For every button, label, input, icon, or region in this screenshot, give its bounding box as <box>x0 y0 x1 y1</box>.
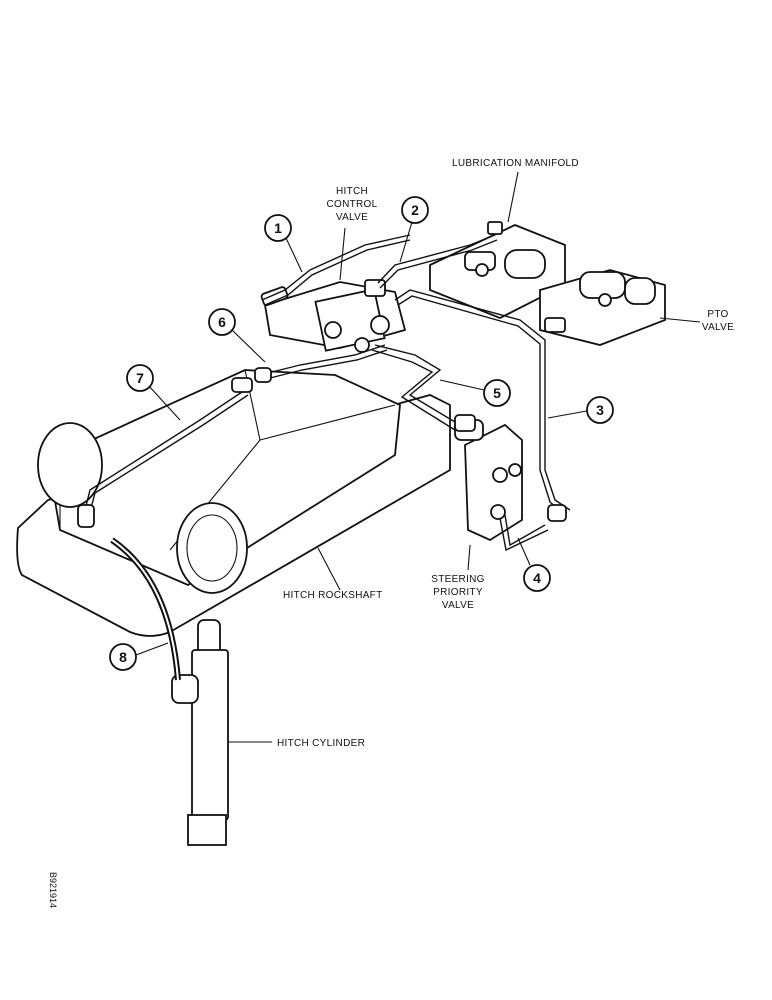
label-hitch-cylinder: HITCH CYLINDER <box>277 738 365 749</box>
label-hitch-rockshaft: HITCH ROCKSHAFT <box>283 590 383 601</box>
svg-text:VALVE: VALVE <box>442 600 474 611</box>
svg-text:PRIORITY: PRIORITY <box>433 587 483 598</box>
hitch-rockshaft-housing <box>16 369 451 637</box>
callout-1: 1 <box>264 214 292 242</box>
svg-text:7: 7 <box>136 370 144 386</box>
svg-text:CONTROL: CONTROL <box>327 199 378 210</box>
label-hitch-control-valve: HITCH CONTROL VALVE <box>327 186 378 223</box>
svg-text:3: 3 <box>596 402 604 418</box>
callout-4: 4 <box>523 564 551 592</box>
callout-6: 6 <box>208 308 236 336</box>
svg-text:2: 2 <box>411 202 419 218</box>
callout-2: 2 <box>401 196 429 224</box>
hitch-cylinder <box>171 619 229 846</box>
svg-text:PTO: PTO <box>707 309 728 320</box>
hitch-control-valve <box>260 279 407 353</box>
callout-5: 5 <box>483 379 511 407</box>
label-pto-valve: PTO VALVE <box>702 309 734 333</box>
callout-8: 8 <box>109 643 137 671</box>
svg-text:VALVE: VALVE <box>702 322 734 333</box>
figure-code: B921914 <box>48 872 58 908</box>
leader-lines <box>135 171 701 743</box>
callout-7: 7 <box>126 364 154 392</box>
svg-text:5: 5 <box>493 385 501 401</box>
svg-text:HITCH: HITCH <box>336 186 368 197</box>
hydraulic-lines <box>77 234 571 681</box>
pto-valve <box>539 269 666 346</box>
svg-text:6: 6 <box>218 314 226 330</box>
svg-text:STEERING: STEERING <box>431 574 485 585</box>
label-steering-priority-valve: STEERING PRIORITY VALVE <box>431 574 485 611</box>
svg-text:1: 1 <box>274 220 282 236</box>
label-lubrication-manifold: LUBRICATION MANIFOLD <box>452 158 579 169</box>
svg-text:VALVE: VALVE <box>336 212 368 223</box>
steering-priority-valve <box>454 419 523 542</box>
callout-3: 3 <box>586 396 614 424</box>
svg-text:4: 4 <box>533 570 541 586</box>
svg-text:8: 8 <box>119 649 127 665</box>
